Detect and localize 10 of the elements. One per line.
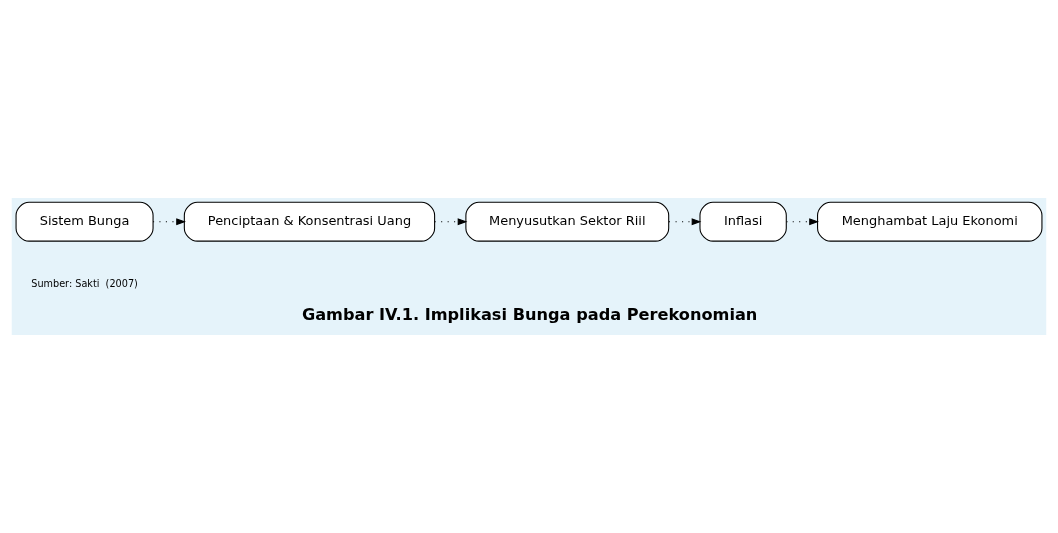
- label: Sumber: Sakti (2007): [31, 277, 138, 289]
- node-box: Inflasi: [699, 201, 787, 242]
- arrow: [434, 218, 468, 226]
- caption: Gambar IV.1. Implikasi Bunga pada Perekonomian: [301, 304, 758, 324]
- node-box: Menyusutkan Sektor Riil: [465, 201, 670, 242]
- arrow: [152, 218, 186, 226]
- arrow: [668, 218, 702, 226]
- node-box: Sistem Bunga: [15, 201, 154, 242]
- node-box: Penciptaan & Konsentrasi Uang: [183, 201, 436, 242]
- node-box: Menghambat Laju Ekonomi: [817, 201, 1043, 242]
